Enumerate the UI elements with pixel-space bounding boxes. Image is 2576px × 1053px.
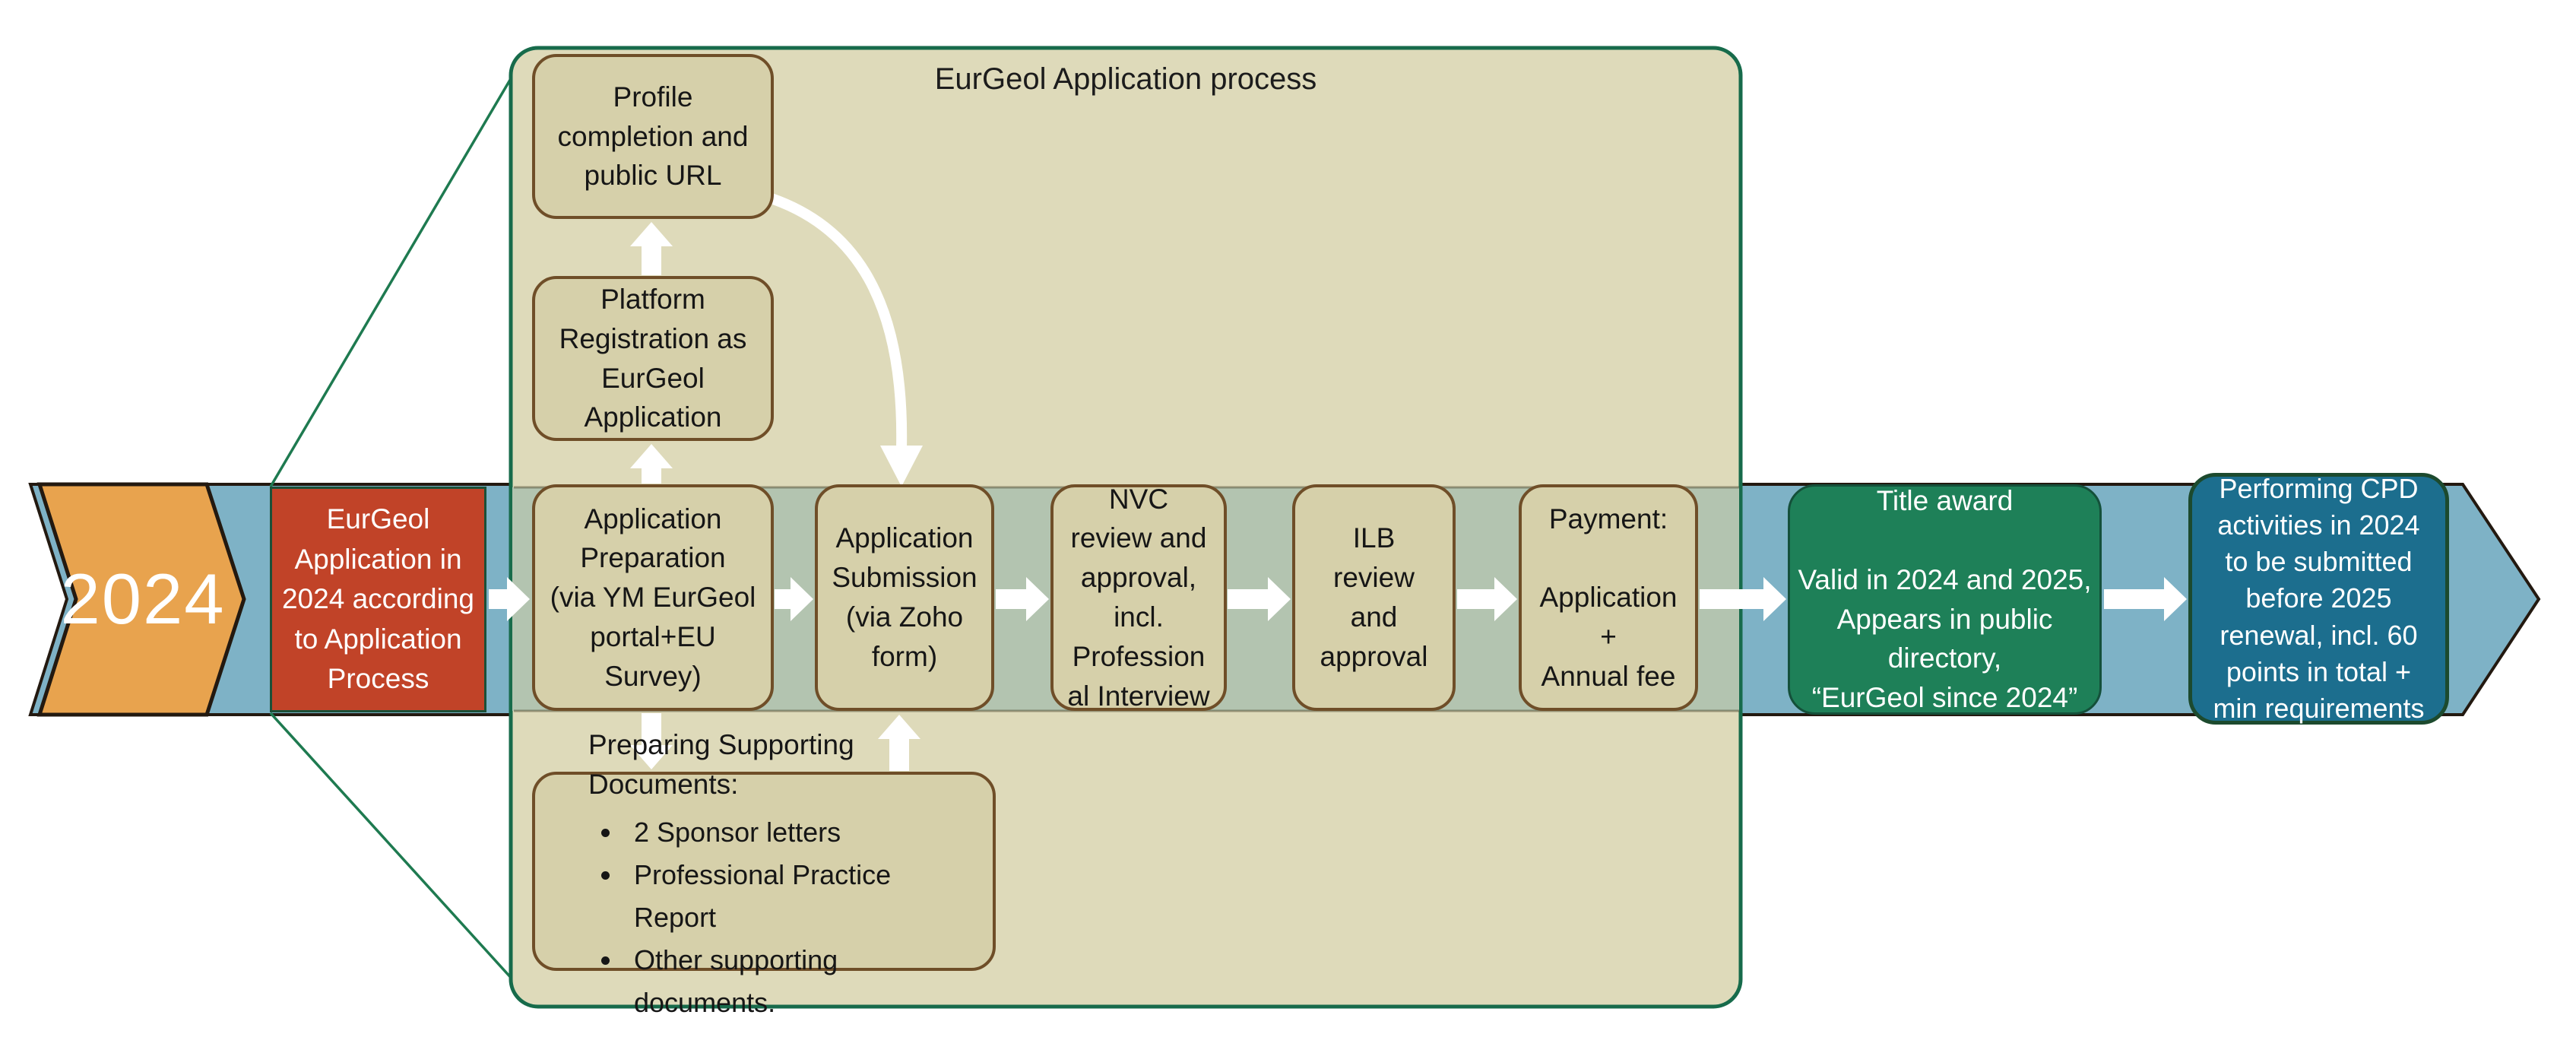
cpd-activities-box: Performing CPD activities in 2024 to be … — [2188, 473, 2449, 725]
arrow-preparation-to-platform — [630, 444, 673, 484]
arrow-profile-to-submission-curve — [764, 192, 908, 454]
arrow-profile-to-submission-head — [880, 446, 923, 487]
year-chevron — [36, 482, 246, 717]
title-award-box: Title award Valid in 2024 and 2025, Appe… — [1788, 484, 2102, 715]
callout-line-bottom — [269, 712, 514, 981]
payment-box: Payment: Application + Annual fee — [1519, 484, 1698, 711]
arrow-title-award-to-cpd — [2104, 577, 2187, 621]
arrow-red-to-preparation — [489, 577, 530, 621]
year-label: 2024 — [60, 559, 226, 639]
nvc-review-box: NVC review and approval, incl. Professio… — [1050, 484, 1227, 712]
arrow-submission-to-nvc — [996, 577, 1049, 621]
arrow-ilb-to-payment — [1457, 577, 1517, 621]
arrow-preparation-to-submission — [775, 577, 813, 621]
supporting-doc-item: Other supporting documents. — [623, 939, 970, 1024]
arrow-preparation-to-docs — [630, 713, 673, 769]
supporting-doc-item: 2 Sponsor letters — [623, 811, 970, 854]
platform-registration-box: Platform Registration as EurGeol Applica… — [532, 276, 774, 441]
container-title: EurGeol Application process — [934, 62, 1317, 96]
callout-line-top — [269, 75, 514, 487]
red-application-box: EurGeol Application in 2024 according to… — [270, 487, 486, 712]
supporting-documents-box: Preparing Supporting Documents: 2 Sponso… — [532, 729, 996, 1018]
profile-completion-box: Profile completion and public URL — [532, 54, 774, 219]
arrow-nvc-to-ilb — [1228, 577, 1291, 621]
supporting-documents-list: 2 Sponsor letters Professional Practice … — [584, 811, 970, 1023]
supporting-documents-title: Preparing Supporting Documents: — [588, 728, 854, 800]
application-submission-box: Application Submission (via Zoho form) — [815, 484, 994, 711]
arrow-payment-to-title-award — [1700, 577, 1786, 621]
ilb-review-box: ILB review and approval — [1292, 484, 1456, 711]
supporting-doc-item: Professional Practice Report — [623, 854, 970, 939]
arrow-docs-to-submission — [878, 715, 920, 771]
application-preparation-box: Application Preparation (via YM EurGeol … — [532, 484, 774, 711]
arrow-platform-to-profile — [630, 222, 673, 275]
